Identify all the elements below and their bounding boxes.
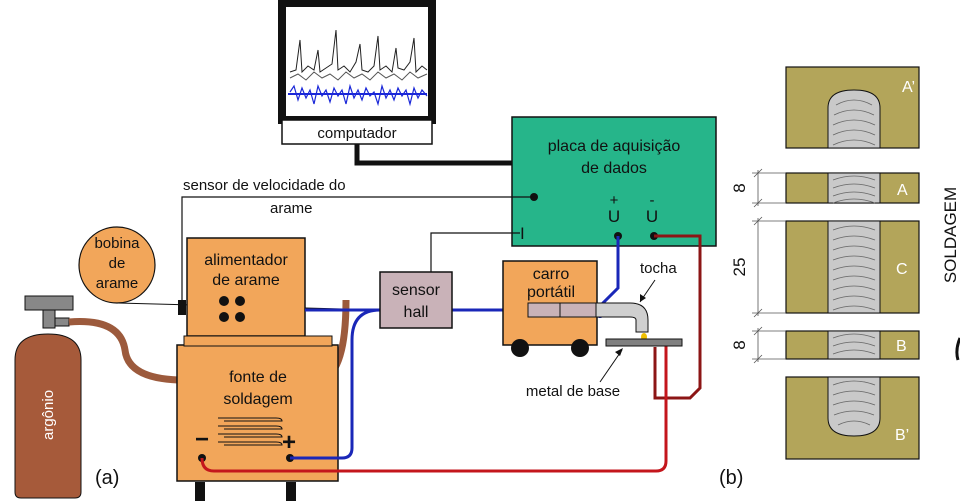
computer-label-box [281, 119, 433, 145]
daq-minus-sign: - [650, 192, 655, 209]
power-source-top [183, 335, 333, 347]
positive-cable [290, 308, 381, 460]
power-label-line2: soldagem [223, 391, 292, 408]
base-metal-label: metal de base [526, 383, 620, 400]
cart-label-line1: carro [533, 266, 570, 283]
daq-label-line1: placa de aquisição [548, 138, 681, 155]
feeder-label-line2: de arame [212, 272, 280, 289]
torch-label: tocha [640, 260, 677, 277]
computer-label: computador [317, 125, 396, 142]
power-leg-right [286, 482, 296, 501]
feeder-label-line1: alimentador [204, 252, 288, 269]
feed-rollers [219, 296, 245, 322]
daq-voltage-plus: U [608, 207, 620, 226]
base-metal-pointer [599, 349, 623, 383]
power-vent [218, 417, 283, 446]
specimen-label-b: B [896, 338, 907, 355]
argon-label: argônio [40, 390, 57, 440]
daq-current-input: I [520, 224, 525, 243]
cart-wheel-right [571, 339, 589, 357]
hall-sensor [379, 271, 453, 329]
positive-terminal: + [282, 429, 296, 456]
computer-cable [354, 144, 512, 166]
spool-label-line2: de [109, 255, 126, 272]
specimen-label-b-prime: B’ [895, 427, 909, 444]
daq-voltage-minus: U [646, 207, 658, 226]
specimen-label-a: A [897, 182, 908, 199]
voltage-minus-wire [653, 234, 702, 400]
cart-wheel-left [511, 339, 529, 357]
daq-plus-sign: + [610, 192, 619, 209]
panel-b-label: (b) [719, 467, 743, 489]
specimen-panel [785, 66, 920, 460]
panel-a-label: (a) [95, 467, 119, 489]
base-metal [605, 338, 683, 347]
power-leg-left [195, 482, 205, 501]
hall-signal-wire [430, 232, 520, 272]
spool-label-line1: bobina [94, 235, 140, 252]
dimension-lines [752, 168, 786, 364]
negative-terminal: − [195, 426, 209, 453]
speed-sensor-wire [181, 196, 534, 301]
hall-label-line1: sensor [392, 282, 441, 299]
hall-label-line2: hall [404, 304, 429, 321]
computer-monitor [278, 0, 436, 124]
cart-label-line2: portátil [527, 284, 575, 301]
daq-label-line2: de dados [581, 160, 647, 177]
spool-label-line3: arame [96, 275, 139, 292]
speed-sensor-label-line1: sensor de velocidade do [183, 177, 346, 194]
ground-cable [200, 343, 668, 473]
speed-sensor-label-line2: arame [270, 200, 313, 217]
argon-cylinder [14, 295, 82, 499]
dimension-c: 25 [730, 258, 749, 277]
gas-hose-cylinder [68, 318, 179, 384]
dimension-a: 8 [730, 183, 749, 192]
daq-board [511, 116, 717, 247]
welding-direction-arrow [955, 337, 960, 361]
power-label-line1: fonte de [229, 369, 287, 386]
speed-sensor [178, 300, 186, 315]
welding-torch [527, 302, 649, 341]
dimension-b: 8 [730, 340, 749, 349]
welding-direction-label: SOLDAGEM [941, 187, 960, 283]
specimen-label-c: C [896, 261, 908, 278]
specimen-label-a-prime: A’ [902, 79, 915, 96]
